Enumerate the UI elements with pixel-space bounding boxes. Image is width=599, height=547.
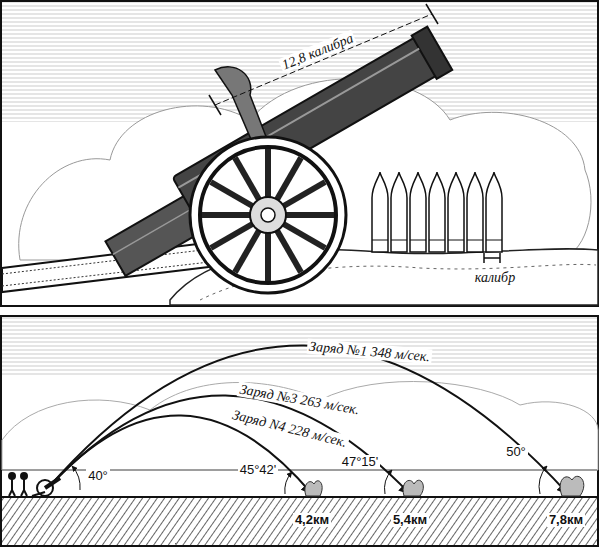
angle-arc [72, 466, 80, 490]
wheel-spoke [211, 182, 253, 206]
shell [372, 172, 388, 252]
distance-label: 7,8км [547, 513, 585, 527]
angle-arc [385, 470, 392, 494]
wheel-spoke [265, 149, 271, 197]
shell-band [410, 240, 426, 241]
trajectory [48, 345, 568, 494]
ground-hatch [2, 497, 597, 545]
dimension-label: калибр [473, 270, 517, 285]
shell-band [467, 240, 483, 241]
wheel-spoke [284, 224, 326, 248]
shell [448, 172, 464, 252]
panel-frame [1, 1, 598, 306]
panel-frame [1, 316, 598, 546]
angle-arc [285, 472, 292, 494]
distance-label: 5,4км [391, 513, 429, 527]
dimension-tick [426, 4, 438, 24]
wheel-spoke [277, 231, 301, 273]
wheel-spoke [265, 233, 271, 281]
shell-band [486, 240, 502, 241]
shell-burst [305, 476, 584, 496]
caliber-mark [484, 257, 500, 259]
gun-crew [9, 473, 27, 496]
wheel-spoke [235, 231, 259, 273]
wheel-spoke [235, 158, 259, 200]
shells [372, 172, 502, 252]
wheel-spoke [202, 212, 250, 218]
shell-band [372, 240, 388, 241]
ground-line [2, 496, 597, 498]
shell [467, 172, 483, 252]
gun-wheel [190, 137, 346, 293]
angle-label: 50° [504, 445, 528, 459]
dimension-tick [209, 95, 221, 115]
shell [410, 172, 426, 252]
dimension-line [215, 14, 432, 105]
caliber-mark [483, 253, 485, 263]
caliber-mark [499, 253, 501, 263]
clouds [2, 381, 598, 470]
angle-label: 47°15' [340, 455, 381, 469]
angle-label: 40° [86, 469, 110, 483]
angle-arc [539, 466, 547, 494]
shell [391, 172, 407, 252]
shell-band [448, 240, 464, 241]
sky-hatch [2, 317, 597, 377]
shell [486, 172, 502, 252]
wheel-spoke [211, 224, 253, 248]
wheel-spoke [277, 158, 301, 200]
shell [429, 172, 445, 252]
small-gun [32, 478, 60, 496]
wheel-spoke [286, 212, 334, 218]
distance-label: 4,2км [293, 513, 331, 527]
angle-label: 45°42' [238, 463, 279, 477]
shell-band [391, 240, 407, 241]
shell-band [429, 240, 445, 241]
wheel-spoke [284, 182, 326, 206]
